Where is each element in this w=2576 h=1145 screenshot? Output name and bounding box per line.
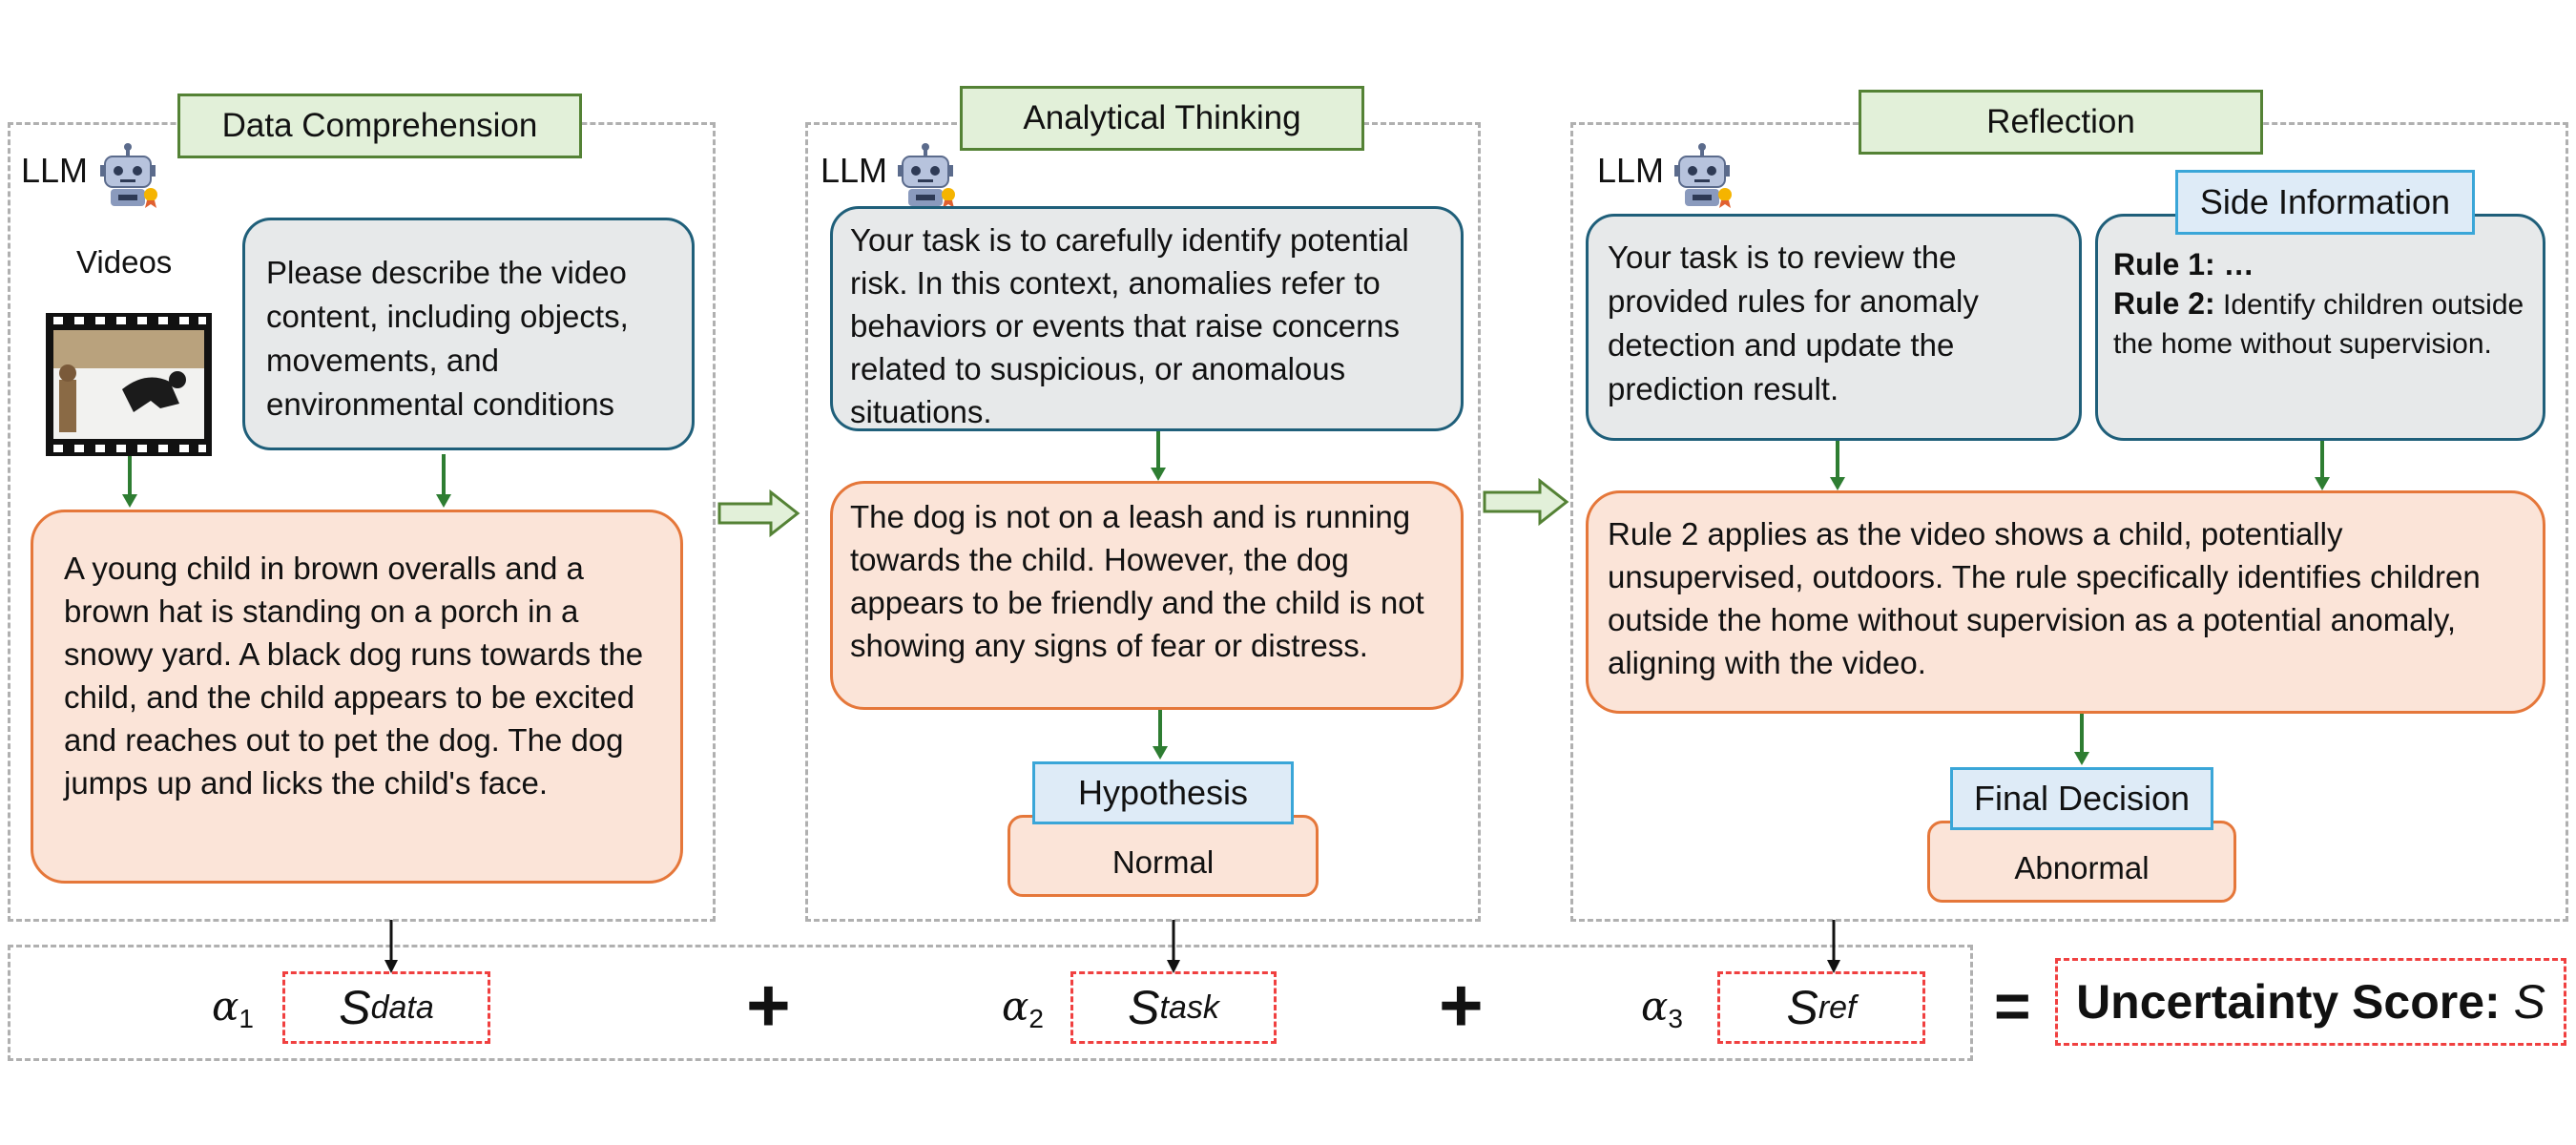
- uncertainty-label: Uncertainty Score:: [2076, 975, 2514, 1029]
- side-information-box: Rule 1: … Rule 2: Identify children outs…: [2095, 214, 2545, 441]
- alpha-symbol: α: [212, 983, 239, 1030]
- rule-2-text: Identify children outside the home witho…: [2113, 289, 2524, 360]
- robot-icon: [1674, 143, 1732, 208]
- analysis-output-box: The dog is not on a leash and is running…: [830, 481, 1464, 710]
- down-arrow-icon: [1153, 710, 1168, 760]
- rule-2-label: Rule 2:: [2113, 286, 2215, 321]
- down-arrow-icon: [122, 456, 137, 508]
- down-arrow-icon: [2315, 441, 2330, 490]
- robot-icon: [898, 143, 955, 208]
- s-task-subscript: task: [1159, 989, 1219, 1026]
- down-arrow-icon: [1151, 431, 1166, 481]
- uncertainty-symbol: S: [2513, 975, 2545, 1029]
- rule-2: Rule 2: Identify children outside the ho…: [2113, 284, 2527, 364]
- reflection-title: Reflection: [1859, 90, 2263, 155]
- robot-icon: [100, 143, 157, 208]
- plus-sign: +: [1439, 963, 1484, 1048]
- reflection-prompt-box: Your task is to review the provided rule…: [1586, 214, 2082, 441]
- alpha-3: α3: [1641, 983, 1683, 1034]
- s-ref-subscript: ref: [1818, 989, 1857, 1026]
- alpha-subscript: 3: [1668, 1004, 1683, 1033]
- uncertainty-score-box: Uncertainty Score: S: [2055, 958, 2566, 1046]
- data-description-box: A young child in brown overalls and a br…: [31, 510, 683, 884]
- alpha-symbol: α: [1002, 983, 1029, 1030]
- hypothesis-value-box: Normal: [1008, 815, 1319, 897]
- s-symbol: S: [339, 981, 371, 1034]
- plus-sign: +: [746, 963, 791, 1048]
- equals-sign: =: [1994, 970, 2031, 1041]
- side-information-label: Side Information: [2175, 170, 2475, 235]
- llm-label: LLM: [21, 151, 89, 190]
- rule-1: Rule 1: …: [2113, 245, 2527, 284]
- down-arrow-icon: [384, 920, 398, 973]
- alpha-1: α1: [212, 983, 254, 1034]
- decision-value-box: Abnormal: [1927, 821, 2236, 903]
- score-formula-panel: [8, 945, 1973, 1061]
- down-arrow-icon: [2074, 714, 2089, 765]
- task-prompt-box: Your task is to carefully identify poten…: [830, 206, 1464, 431]
- down-arrow-icon: [1830, 441, 1845, 490]
- alpha-symbol: α: [1641, 983, 1669, 1030]
- llm-label: LLM: [1597, 151, 1665, 190]
- rule-1-label: Rule 1:: [2113, 247, 2215, 281]
- llm-label: LLM: [821, 151, 888, 190]
- alpha-subscript: 1: [239, 1004, 254, 1033]
- videos-label: Videos: [76, 244, 173, 280]
- down-arrow-icon: [1827, 920, 1840, 973]
- analytical-thinking-title: Analytical Thinking: [960, 86, 1364, 151]
- right-arrow-icon: [1483, 477, 1569, 527]
- s-symbol: S: [1786, 981, 1818, 1034]
- right-arrow-icon: [717, 489, 800, 538]
- data-comprehension-title: Data Comprehension: [177, 94, 582, 158]
- alpha-subscript: 2: [1028, 1004, 1044, 1033]
- data-prompt-box: Please describe the video content, inclu…: [242, 218, 695, 450]
- alpha-2: α2: [1002, 983, 1044, 1034]
- s-data-subscript: data: [370, 989, 434, 1026]
- hypothesis-label: Hypothesis: [1032, 761, 1294, 824]
- reflection-output-box: Rule 2 applies as the video shows a chil…: [1586, 490, 2545, 714]
- rule-1-text: …: [2214, 247, 2254, 281]
- down-arrow-icon: [1167, 920, 1180, 973]
- down-arrow-icon: [436, 454, 451, 508]
- film-strip-icon: [46, 313, 212, 456]
- s-symbol: S: [1128, 981, 1160, 1034]
- final-decision-label: Final Decision: [1950, 767, 2213, 830]
